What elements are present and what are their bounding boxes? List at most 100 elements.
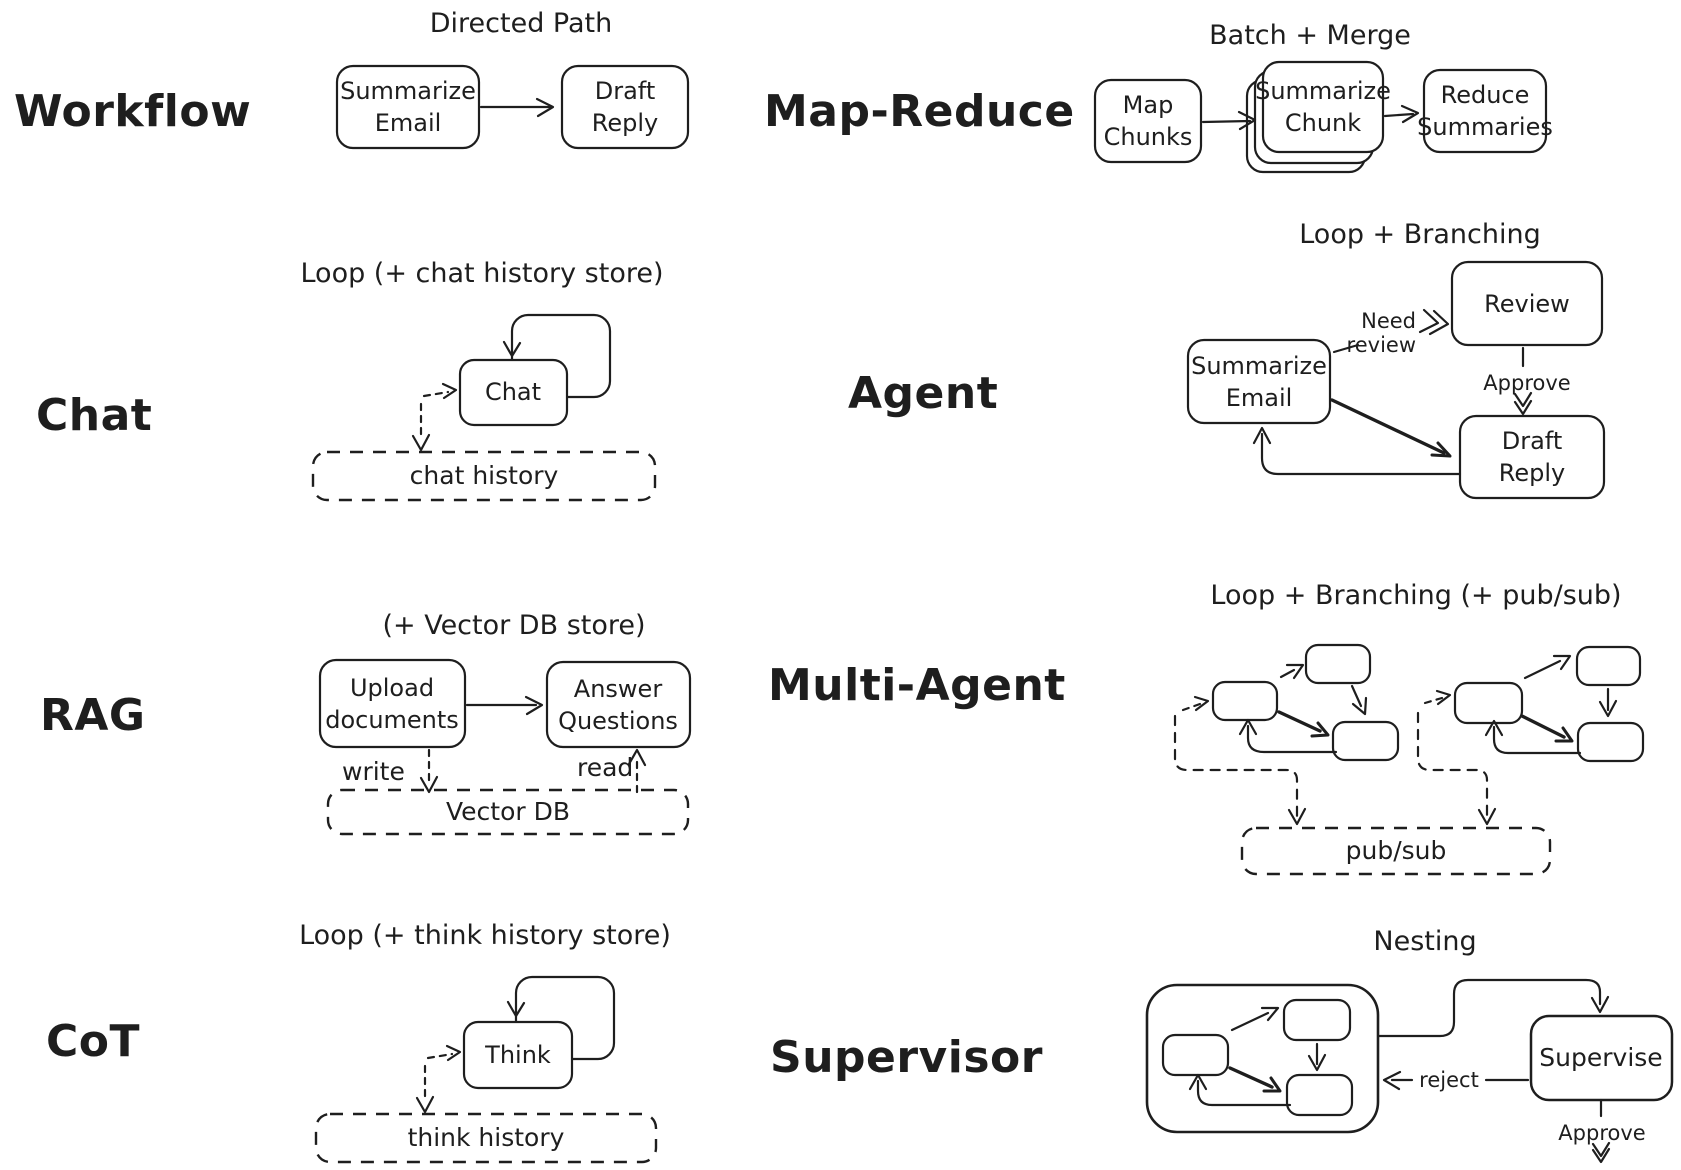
store-box xyxy=(1240,826,1552,876)
svg-text:Summarize: Summarize xyxy=(1255,77,1391,105)
agent-node xyxy=(1161,1033,1230,1077)
arrow-loop-back xyxy=(1238,718,1338,754)
svg-text:Map: Map xyxy=(1123,91,1174,119)
svg-text:Questions: Questions xyxy=(558,707,678,735)
arrow-summarize-to-reduce xyxy=(1383,104,1420,124)
nested-agent-container xyxy=(1145,983,1380,1134)
svg-text:Summarize: Summarize xyxy=(1191,352,1327,380)
arrow-top-to-bottom xyxy=(1307,1042,1327,1072)
supervisor-title: Nesting xyxy=(1373,926,1476,957)
node-box xyxy=(1458,414,1606,500)
workflow-node-draft-reply: Draft Reply xyxy=(560,64,690,150)
agent-edge-draft-to-summarize-loop xyxy=(1252,426,1462,476)
svg-text:Draft: Draft xyxy=(595,77,656,105)
map-reduce-node-reduce-summaries: Reduce Summaries xyxy=(1417,68,1553,154)
need-review-label-line1: Need xyxy=(1361,309,1416,333)
dashed-in-arrow xyxy=(1181,695,1210,712)
map-reduce-title: Batch + Merge xyxy=(1209,20,1411,51)
store-box xyxy=(326,788,690,836)
node-box xyxy=(318,658,467,749)
write-label: write xyxy=(342,757,405,786)
node-box xyxy=(1186,338,1332,425)
arrow-top-to-bottom xyxy=(1350,684,1368,716)
node-box xyxy=(1422,68,1548,154)
rag-read-arrow: read xyxy=(577,748,647,794)
chat-write-arrow xyxy=(411,402,431,452)
multi-agent-cluster-2 xyxy=(1416,645,1645,826)
arrow-left-to-bottom xyxy=(1277,710,1330,738)
svg-text:Review: Review xyxy=(1484,290,1570,318)
node-box xyxy=(335,64,481,150)
agent-node xyxy=(1282,998,1352,1042)
read-label: read xyxy=(577,753,633,782)
workflow-label: Workflow xyxy=(14,86,251,137)
svg-text:Reduce: Reduce xyxy=(1441,81,1530,109)
chevron-1 xyxy=(1418,308,1440,334)
vector-db-store: Vector DB xyxy=(326,788,690,836)
workflow-node-summarize-email: Summarize Email xyxy=(335,64,481,150)
think-history-store: think history xyxy=(314,1112,658,1164)
svg-text:Chunk: Chunk xyxy=(1285,109,1361,137)
supervisor-label: Supervisor xyxy=(770,1032,1043,1083)
cot-title: Loop (+ think history store) xyxy=(299,920,671,951)
svg-text:documents: documents xyxy=(325,706,459,734)
svg-text:Reply: Reply xyxy=(592,109,658,137)
arrow-loop-back xyxy=(1484,719,1582,755)
agent-edge-approve: Approve xyxy=(1483,346,1571,416)
section-rag: RAG (+ Vector DB store) Upload documents… xyxy=(40,610,692,836)
supervisor-node-supervise: Supervise xyxy=(1529,1014,1674,1102)
supervisor-edge-reject: reject xyxy=(1382,1068,1530,1092)
chat-label: Chat xyxy=(36,390,152,441)
approve-label: Approve xyxy=(1558,1121,1645,1145)
svg-text:Email: Email xyxy=(375,109,442,137)
svg-text:Reply: Reply xyxy=(1499,459,1565,487)
arrow-left-to-bottom xyxy=(1520,714,1574,743)
need-review-label-line2: review xyxy=(1347,333,1416,357)
section-multi-agent: Multi-Agent Loop + Branching (+ pub/sub) xyxy=(768,580,1645,876)
svg-text:Vector DB: Vector DB xyxy=(446,797,570,826)
arrow-top-to-bottom xyxy=(1598,687,1618,718)
svg-text:Chat: Chat xyxy=(485,378,541,406)
svg-text:Summaries: Summaries xyxy=(1417,113,1553,141)
svg-text:Draft: Draft xyxy=(1502,427,1563,455)
node-box xyxy=(545,660,692,749)
section-supervisor: Supervisor Nesting xyxy=(770,926,1674,1164)
chat-title: Loop (+ chat history store) xyxy=(300,258,663,289)
dashed-in-arrow xyxy=(1423,689,1452,706)
multi-agent-title: Loop + Branching (+ pub/sub) xyxy=(1210,580,1621,611)
chat-history-store: chat history xyxy=(311,450,657,502)
node-box xyxy=(462,1020,574,1090)
svg-text:pub/sub: pub/sub xyxy=(1346,836,1447,865)
multi-agent-label: Multi-Agent xyxy=(768,660,1066,711)
rag-write-arrow: write xyxy=(342,748,439,794)
svg-text:Supervise: Supervise xyxy=(1539,1043,1662,1072)
arrow-left-to-top xyxy=(1279,663,1305,680)
map-reduce-node-map-chunks: Map Chunks xyxy=(1093,78,1203,164)
node-box xyxy=(1093,78,1203,164)
approve-label: Approve xyxy=(1483,371,1570,395)
reject-label: reject xyxy=(1419,1068,1479,1092)
agent-node xyxy=(1575,645,1642,687)
node-box xyxy=(560,64,690,150)
chat-node-chat: Chat xyxy=(458,358,569,427)
svg-text:Upload: Upload xyxy=(350,674,434,702)
agent-node-review: Review xyxy=(1450,260,1604,347)
rag-title: (+ Vector DB store) xyxy=(382,610,645,641)
supervisor-edge-approve: Approve xyxy=(1558,1098,1646,1164)
agent-node-draft-reply: Draft Reply xyxy=(1458,414,1606,500)
agent-edge-need-review: Need review xyxy=(1332,308,1450,357)
arrow-upload-to-answer xyxy=(465,695,544,716)
agent-node xyxy=(1453,681,1524,725)
multi-agent-cluster-1 xyxy=(1173,643,1400,826)
agent-label: Agent xyxy=(848,368,998,419)
chat-loop-arrowhead xyxy=(502,340,522,358)
cot-loop-arrowhead xyxy=(506,1000,526,1018)
arrow-loop-back xyxy=(1188,1073,1292,1107)
agent-node xyxy=(1331,720,1400,762)
map-reduce-node-summarize-chunk-stack: Summarize Chunk xyxy=(1245,60,1391,174)
agent-node xyxy=(1285,1073,1354,1117)
section-agent: Agent Loop + Branching Summarize Email R… xyxy=(848,219,1606,500)
rag-label: RAG xyxy=(40,690,146,741)
arrow-left-to-top xyxy=(1523,654,1572,680)
